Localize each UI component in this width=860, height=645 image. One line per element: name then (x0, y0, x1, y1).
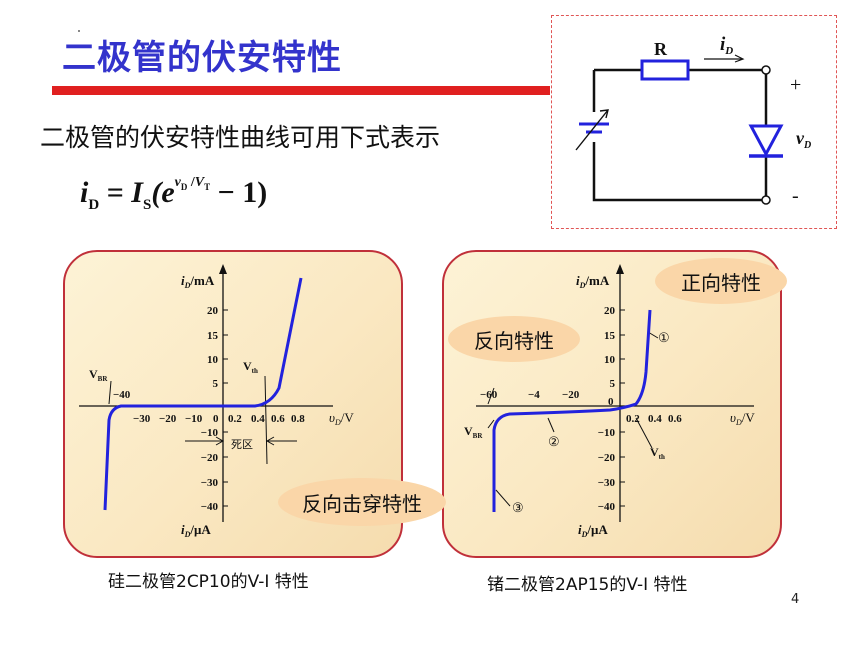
germanium-x-label: υD/V (730, 410, 755, 427)
marker-2: ② (548, 434, 560, 449)
germanium-y-tick: 5 (610, 378, 616, 390)
germanium-y-label-bottom: iD/μA (578, 522, 608, 539)
silicon-vbr-label: VBR (89, 367, 108, 383)
germanium-chart-svg: iD/mA iD/μA 20 15 10 5 −10 −20 −30 −40 −… (464, 264, 755, 539)
silicon-x-tick: 0.8 (291, 413, 305, 425)
germanium-y-tick: 15 (604, 330, 616, 342)
silicon-x-tick: −20 (159, 413, 177, 425)
eq-lhs-sub: D (88, 197, 100, 213)
silicon-y-tick: 15 (207, 330, 219, 342)
germanium-x-tick: 0.4 (648, 413, 662, 425)
eq-is-sub: S (142, 197, 152, 213)
slide-title: 二极管的伏安特性 (62, 38, 342, 78)
germanium-y-tick: −40 (598, 501, 616, 513)
eq-lhs: i (80, 176, 89, 209)
germanium-x-tick: 0.2 (626, 413, 640, 425)
germanium-vth-label: Vth (650, 445, 665, 461)
terminal-top-icon (761, 65, 771, 75)
germanium-y-tick: −10 (598, 427, 616, 439)
breakdown-characteristic-bubble: 反向击穿特性 (278, 478, 446, 526)
silicon-vth-label: Vth (243, 359, 258, 375)
germanium-x-tick: 0.6 (668, 413, 682, 425)
silicon-chart-svg: iD/mA iD/μA 20 15 10 5 −10 −20 −30 −40 −… (79, 264, 354, 539)
germanium-x-tick: −20 (562, 389, 580, 401)
voltage-label: vD (796, 128, 811, 151)
silicon-caption: 硅二极管2CP10的V-I 特性 (108, 572, 309, 592)
germanium-x-tick: −60 (480, 389, 498, 401)
decorative-dot (78, 30, 80, 32)
silicon-x-tick: −30 (133, 413, 151, 425)
dead-zone-label: 死区 (231, 438, 253, 451)
silicon-x-tick: −10 (185, 413, 203, 425)
minus-sign: - (792, 185, 799, 207)
forward-characteristic-bubble: 正向特性 (655, 258, 787, 304)
circuit-svg: R iD + - vD (575, 34, 811, 207)
germanium-y-tick: 20 (604, 305, 616, 317)
silicon-y-tick: −40 (201, 501, 219, 513)
germanium-iv-curve (492, 309, 652, 512)
page-number: 4 (791, 592, 800, 607)
silicon-x-tick: 0.4 (251, 413, 265, 425)
germanium-x-tick: 0 (608, 396, 614, 408)
germanium-y-tick: 10 (604, 354, 616, 366)
silicon-x-tick: −40 (113, 389, 131, 401)
silicon-y-tick: −30 (201, 477, 219, 489)
circuit-diagram: R iD + - vD (551, 15, 837, 229)
circuit-wire-left-bottom (592, 70, 766, 202)
silicon-x-tick: 0 (213, 413, 219, 425)
plus-sign: + (790, 74, 801, 96)
slide-subtitle: 二极管的伏安特性曲线可用下式表示 (40, 123, 441, 152)
eq-is: I (131, 176, 143, 209)
silicon-y-tick: 20 (207, 305, 219, 317)
marker-3: ③ (512, 500, 524, 515)
germanium-y-tick: −30 (598, 477, 616, 489)
marker-1: ① (658, 330, 670, 345)
silicon-y-label-bottom: iD/μA (181, 522, 211, 539)
silicon-x-tick: 0.2 (228, 413, 242, 425)
silicon-x-label: υD/V (329, 410, 354, 427)
silicon-y-tick: 10 (207, 354, 219, 366)
germanium-y-label-top: iD/mA (576, 273, 610, 290)
germanium-x-tick: −4 (528, 389, 540, 401)
resistor-label: R (654, 39, 668, 59)
terminal-bottom-icon (761, 195, 771, 205)
eq-exponent: vD /VT (174, 175, 211, 192)
variable-arrow-icon (575, 109, 609, 151)
germanium-caption: 锗二极管2AP15的V-I 特性 (487, 575, 688, 595)
current-label: iD (720, 34, 733, 57)
reverse-characteristic-bubble: 反向特性 (448, 316, 580, 362)
silicon-y-label-top: iD/mA (181, 273, 215, 290)
germanium-y-tick: −20 (598, 452, 616, 464)
eq-equals: = (99, 176, 132, 209)
silicon-iv-curve (103, 277, 303, 511)
resistor-icon (640, 59, 690, 81)
eq-open: (e (151, 176, 175, 209)
eq-close: − 1) (210, 176, 268, 209)
silicon-x-tick: 0.6 (271, 413, 285, 425)
diode-icon (748, 124, 784, 158)
germanium-vbr-label: VBR (464, 424, 483, 440)
diode-equation: iD = IS(evD /VT − 1) (80, 175, 268, 214)
title-underline-bar (52, 86, 550, 95)
silicon-y-tick: −10 (201, 427, 219, 439)
silicon-y-tick: 5 (213, 378, 219, 390)
silicon-y-tick: −20 (201, 452, 219, 464)
